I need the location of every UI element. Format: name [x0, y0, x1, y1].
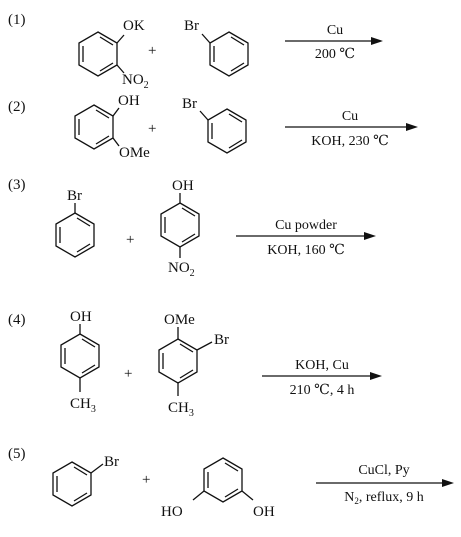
plus-sign: + [124, 366, 132, 382]
conditions-catalyst-solvent: CuCl, Py [358, 463, 409, 478]
double-bond [181, 207, 196, 217]
plus-sign: + [148, 43, 156, 59]
reactant-nitrophenol [160, 193, 200, 258]
reactant-p-cresol [60, 324, 100, 392]
double-bond [81, 338, 96, 348]
reactant-guaiacol [74, 104, 120, 150]
plus-sign: + [148, 121, 156, 137]
substituent-label-oh: OH [253, 504, 275, 520]
reaction-number: (1) [8, 12, 26, 28]
double-bond [95, 135, 110, 145]
reaction-number: (3) [8, 177, 26, 193]
reactant-bromo-methylanisole [158, 327, 213, 396]
reaction-number: (2) [8, 99, 26, 115]
reaction-1: (1) OK NO2 + Br Cu 200 ℃ [8, 12, 383, 91]
substituent-bond [196, 341, 213, 351]
double-bond [99, 36, 114, 46]
reaction-arrow [285, 123, 418, 131]
benzene-ring [60, 333, 100, 379]
conditions-catalyst: Cu [342, 109, 358, 124]
reaction-arrow [236, 232, 376, 240]
reactant-bromobenzene [201, 31, 249, 77]
double-bond [230, 62, 245, 72]
substituent-label-nitro: NO2 [122, 72, 149, 91]
double-bond [81, 364, 96, 374]
double-bond [99, 62, 114, 72]
conditions-temperature-time: 210 ℃, 4 h [290, 383, 355, 398]
benzene-ring [52, 461, 92, 507]
double-bond [224, 462, 239, 472]
substituent-bond [112, 107, 120, 117]
double-bond [76, 217, 91, 227]
reaction-3: (3) Br + OH NO2 Cu powder KOH, 160 ℃ [8, 177, 376, 279]
reaction-number: (4) [8, 312, 26, 328]
benzene-ring [55, 212, 95, 258]
benzene-ring [78, 31, 118, 77]
double-bond [228, 113, 243, 123]
substituent-label-ok: OK [123, 18, 145, 34]
substituent-label-br: Br [214, 332, 229, 348]
substituent-bond [199, 110, 209, 121]
substituent-label-ho: HO [161, 504, 183, 520]
reactant-resorcinol [192, 457, 254, 503]
conditions-base-temperature: KOH, 230 ℃ [311, 134, 389, 149]
substituent-label-br: Br [184, 18, 199, 34]
substituent-label-br: Br [104, 454, 119, 470]
double-bond [73, 492, 88, 502]
reaction-arrow [262, 372, 382, 380]
double-bond [179, 343, 194, 353]
benzene-ring [207, 108, 247, 154]
substituent-label-nitro: NO2 [168, 260, 195, 279]
substituent-label-oh: OH [118, 93, 140, 109]
substituent-label-ome: OMe [119, 145, 150, 161]
substituent-label-br: Br [67, 188, 82, 204]
reaction-arrow [285, 37, 383, 45]
substituent-label-methyl: CH3 [70, 396, 96, 415]
double-bond [224, 488, 239, 498]
double-bond [230, 36, 245, 46]
substituent-bond [116, 34, 125, 44]
substituent-label-oh: OH [70, 309, 92, 325]
conditions-reagents: KOH, Cu [295, 358, 349, 373]
substituent-bond [201, 33, 211, 44]
double-bond [181, 233, 196, 243]
conditions-atmosphere-time: N2, reflux, 9 h [344, 490, 424, 506]
substituent-bond [112, 137, 120, 147]
conditions-temperature: 200 ℃ [315, 47, 355, 62]
reaction-number: (5) [8, 446, 26, 462]
reactant-bromobenzene [199, 108, 247, 154]
substituent-bond [241, 490, 254, 501]
reactant-nitrophenoxide [78, 31, 125, 77]
conditions-base-temperature: KOH, 160 ℃ [267, 243, 345, 258]
benzene-ring [203, 457, 243, 503]
benzene-ring [74, 104, 114, 150]
plus-sign: + [126, 232, 134, 248]
substituent-label-oh: OH [172, 178, 194, 194]
substituent-bond [192, 490, 205, 501]
conditions-catalyst: Cu powder [275, 218, 337, 233]
substituent-label-ome: OMe [164, 312, 195, 328]
plus-sign: + [142, 472, 150, 488]
reactant-bromobenzene [55, 203, 95, 258]
double-bond [95, 109, 110, 119]
double-bond [73, 466, 88, 476]
reaction-4: (4) OH CH3 + OMe Br CH3 KOH, Cu 2 [8, 309, 382, 419]
reaction-5: (5) Br + HO OH CuCl, Py N2, reflux, 9 h [8, 446, 454, 520]
reaction-arrow [316, 479, 454, 487]
reactant-bromobenzene [52, 461, 104, 507]
benzene-ring [160, 202, 200, 248]
double-bond [76, 243, 91, 253]
substituent-bond [90, 463, 104, 474]
double-bond [179, 369, 194, 379]
reaction-2: (2) OH OMe + Br Cu KOH, 230 ℃ [8, 93, 418, 161]
substituent-label-br: Br [182, 96, 197, 112]
substituent-bond [116, 64, 125, 74]
benzene-ring [209, 31, 249, 77]
substituent-label-methyl: CH3 [168, 400, 194, 419]
benzene-ring [158, 338, 198, 384]
double-bond [228, 139, 243, 149]
conditions-catalyst: Cu [327, 23, 343, 38]
